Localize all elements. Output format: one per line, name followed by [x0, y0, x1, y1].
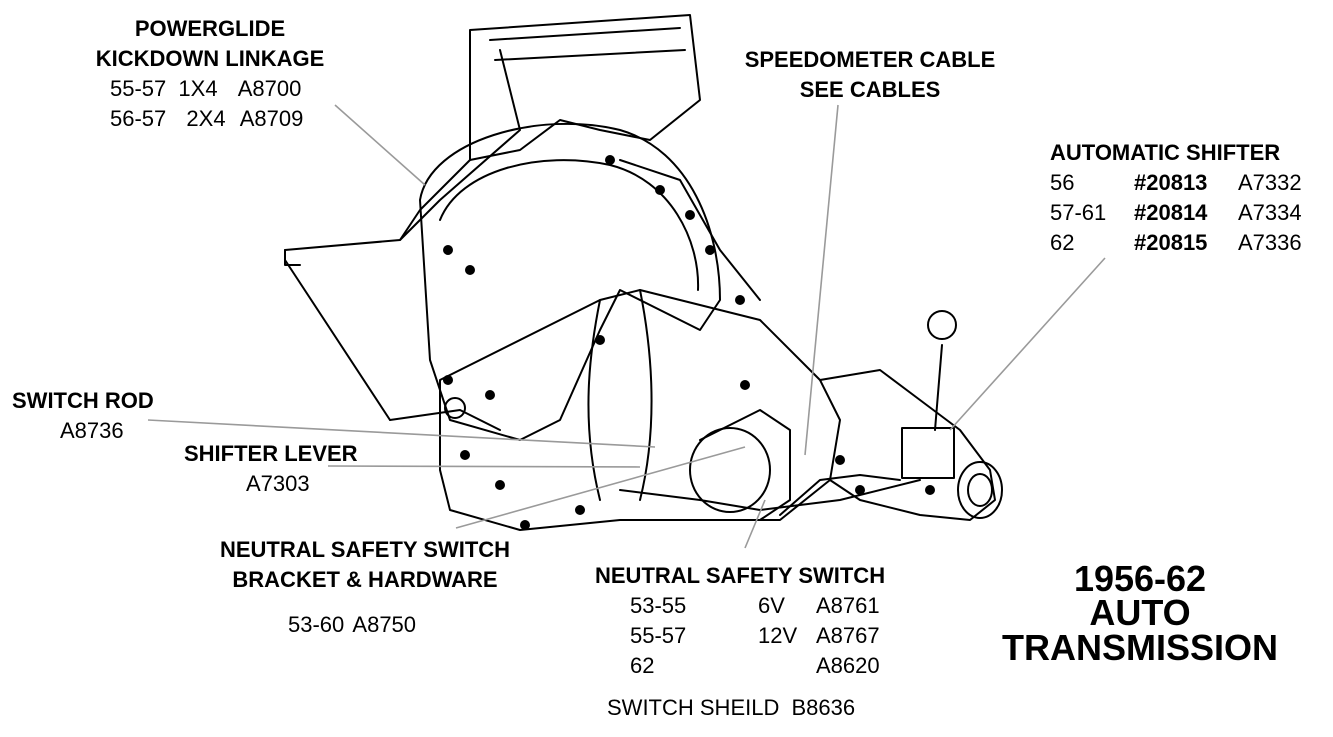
bracket-heading-2: BRACKET & HARDWARE — [232, 567, 498, 592]
safety-switch-body — [689, 427, 771, 513]
nss-part: A8620 — [816, 653, 880, 678]
shifter-part: A7336 — [1238, 230, 1302, 255]
shifter-lever-heading: SHIFTER LEVER — [184, 441, 358, 466]
shifter-years: 62 — [1050, 230, 1075, 255]
kickdown-years: 55-57 — [110, 76, 167, 101]
bolts — [443, 155, 935, 530]
kickdown-heading-1: POWERGLIDE — [134, 16, 286, 41]
shifter-part: A7334 — [1238, 200, 1302, 225]
speedometer-heading-2: SEE CABLES — [799, 77, 941, 102]
extension-housing — [819, 369, 996, 521]
shifter-row: 56 #20813 A7332 — [1050, 168, 1302, 198]
kickdown-years: 56-57 — [110, 106, 167, 131]
nss-years: 62 — [630, 653, 655, 678]
switch-rod-part: A8736 — [60, 418, 124, 443]
kickdown-rod — [284, 49, 521, 251]
shifter-number: #20815 — [1134, 230, 1208, 255]
leader-lines — [147, 104, 1106, 549]
shifter-knob — [927, 310, 957, 340]
kickdown-row: 55-57 1X4 A8700 — [110, 74, 301, 104]
bracket-years: 53-60 — [288, 612, 345, 637]
shifter-stick — [934, 344, 943, 431]
transmission-case — [439, 289, 841, 531]
yoke — [957, 461, 1003, 519]
nss-volt: 6V — [758, 593, 785, 618]
nss-part: A8761 — [816, 593, 880, 618]
kickdown-row: 56-57 2X4 A8709 — [110, 104, 303, 134]
kickdown-spec: 1X4 — [178, 76, 218, 101]
shifter-row: 57-61 #20814 A7334 — [1050, 198, 1302, 228]
title-line-1: 1956-62 — [1073, 558, 1207, 599]
bracket-part: A8750 — [352, 612, 417, 637]
bracket-heading-1: NEUTRAL SAFETY SWITCH — [219, 537, 511, 562]
nss-row: 53-55 6V A8761 — [630, 591, 880, 621]
nss-row: 55-57 12V A8767 — [630, 621, 880, 651]
bell-housing — [419, 122, 721, 441]
nss-years: 53-55 — [630, 593, 687, 618]
nss-row: 62 A8620 — [630, 651, 880, 681]
shifter-part: A7332 — [1238, 170, 1302, 195]
speedometer-heading-1: SPEEDOMETER CABLE — [744, 47, 996, 72]
nss-shield-part: B8636 — [791, 695, 856, 720]
nss-years: 55-57 — [630, 623, 687, 648]
shifter-number: #20814 — [1134, 200, 1208, 225]
shifter-years: 56 — [1050, 170, 1075, 195]
kickdown-part: A8709 — [239, 106, 304, 131]
title-line-2: AUTO — [1089, 592, 1191, 633]
switch-rod-heading: SWITCH ROD — [12, 388, 154, 413]
kickdown-spec: 2X4 — [186, 106, 226, 131]
shifter-heading: AUTOMATIC SHIFTER — [1050, 140, 1281, 165]
shifter-row: 62 #20815 A7336 — [1050, 228, 1302, 258]
nss-heading: NEUTRAL SAFETY SWITCH — [595, 563, 886, 588]
nss-volt: 12V — [758, 623, 798, 648]
title-line-3: TRANSMISSION — [1001, 627, 1278, 668]
kickdown-heading-2: KICKDOWN LINKAGE — [95, 46, 325, 71]
engine-block-outline — [469, 14, 701, 161]
bracket-row: 53-60 A8750 — [288, 610, 416, 640]
kickdown-part: A8700 — [237, 76, 302, 101]
nss-shield-row: SWITCH SHEILD B8636 — [607, 693, 855, 723]
nss-part: A8767 — [816, 623, 880, 648]
nss-shield-label: SWITCH SHEILD — [607, 695, 780, 720]
shifter-lever-part: A7303 — [246, 471, 310, 496]
switch-rod-art — [389, 409, 501, 431]
shifter-number: #20813 — [1134, 170, 1208, 195]
shifter-years: 57-61 — [1050, 200, 1107, 225]
